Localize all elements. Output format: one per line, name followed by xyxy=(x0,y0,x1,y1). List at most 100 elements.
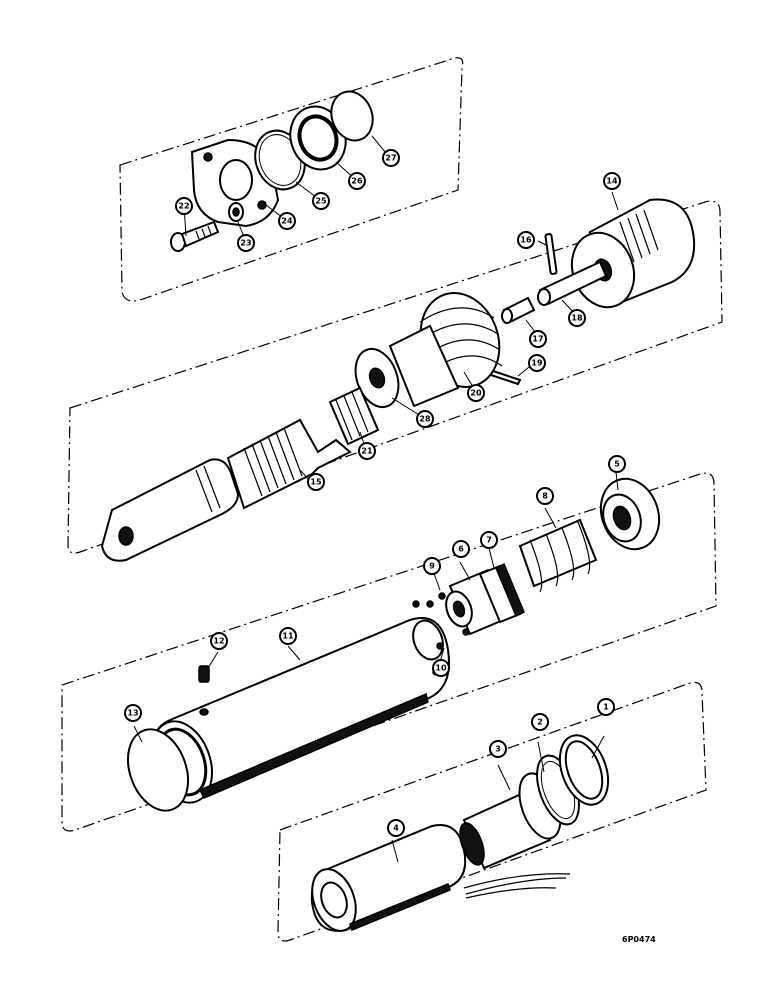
callout-26: 26 xyxy=(348,172,366,190)
callout-25: 25 xyxy=(312,192,330,210)
ring-1 xyxy=(558,734,610,806)
callout-circle xyxy=(531,713,549,731)
housing-14 xyxy=(570,198,696,309)
collar-21 xyxy=(328,386,380,446)
callout-circle xyxy=(608,455,626,473)
callout-number: 28 xyxy=(419,415,431,424)
callout-16: 16 xyxy=(517,231,535,249)
callout-number: 11 xyxy=(282,632,294,641)
o-ring-13 xyxy=(127,728,189,812)
callout-circle xyxy=(175,197,193,215)
callout-circle xyxy=(432,659,450,677)
callout-number: 24 xyxy=(281,217,293,226)
callout-number: 19 xyxy=(531,359,543,368)
callout-number: 21 xyxy=(361,447,373,456)
callout-circle xyxy=(382,149,400,167)
washer-23 xyxy=(228,202,244,222)
piston-4 xyxy=(310,824,467,932)
valve-body-6 xyxy=(445,568,510,636)
callout-5: 5 xyxy=(608,455,626,473)
callout-number: 26 xyxy=(351,177,363,186)
callout-number: 15 xyxy=(310,478,322,487)
callout-circle xyxy=(480,531,498,549)
callout-24: 24 xyxy=(278,212,296,230)
seal-28 xyxy=(289,105,347,171)
callout-11: 11 xyxy=(279,627,297,645)
callout-circle xyxy=(528,354,546,372)
callout-circle xyxy=(278,212,296,230)
callout-number: 1 xyxy=(603,703,609,712)
callout-circle xyxy=(307,473,325,491)
callout-number: 7 xyxy=(486,536,492,545)
shaft-15 xyxy=(226,418,352,510)
callout-circle xyxy=(237,234,255,252)
callout-27: 27 xyxy=(382,149,400,167)
callout-number: 14 xyxy=(606,177,618,186)
wire-strands xyxy=(463,873,571,899)
callout-number: 8 xyxy=(542,492,548,501)
callout-13: 13 xyxy=(124,704,142,722)
callout-8: 8 xyxy=(536,487,554,505)
spring-8 xyxy=(518,518,598,593)
callout-number: 16 xyxy=(520,236,532,245)
sleeve-7 xyxy=(478,562,525,624)
reference-code: 6P0474 xyxy=(622,935,656,944)
callout-circle xyxy=(416,410,434,428)
callout-circle xyxy=(210,632,228,650)
callout-3: 3 xyxy=(489,740,507,758)
callout-28: 28 xyxy=(416,410,434,428)
callout-22: 22 xyxy=(175,197,193,215)
callout-21: 21 xyxy=(358,442,376,460)
callout-number: 6 xyxy=(458,545,464,554)
callout-circle xyxy=(348,172,366,190)
group-frame-top xyxy=(119,57,464,302)
pin-17 xyxy=(501,296,536,324)
callout-7: 7 xyxy=(480,531,498,549)
callout-circle xyxy=(517,231,535,249)
piston-rod xyxy=(100,458,240,562)
callout-number: 20 xyxy=(470,389,482,398)
bolt-22 xyxy=(170,220,220,252)
callout-number: 4 xyxy=(393,824,399,833)
callout-14: 14 xyxy=(603,172,621,190)
fitting-12 xyxy=(198,665,210,716)
callout-circle xyxy=(597,698,615,716)
group-frame-middle xyxy=(61,472,717,832)
callout-circle xyxy=(358,442,376,460)
callout-number: 27 xyxy=(385,154,396,163)
callout-number: 13 xyxy=(127,709,138,718)
callout-circle xyxy=(467,384,485,402)
callout-2: 2 xyxy=(531,713,549,731)
callout-circle xyxy=(279,627,297,645)
callout-number: 25 xyxy=(315,197,327,206)
callout-number: 2 xyxy=(537,718,543,727)
callout-number: 17 xyxy=(532,335,543,344)
callout-4: 4 xyxy=(387,819,405,837)
callout-number: 12 xyxy=(213,637,224,646)
callout-number: 9 xyxy=(429,562,435,571)
callout-number: 18 xyxy=(571,314,583,323)
callout-circle xyxy=(423,557,441,575)
callout-17: 17 xyxy=(529,330,547,348)
o-ring-27 xyxy=(330,90,374,142)
rod-extension xyxy=(537,260,608,306)
callout-circle xyxy=(124,704,142,722)
callout-15: 15 xyxy=(307,473,325,491)
group-frame-upper xyxy=(67,200,723,554)
callout-number: 3 xyxy=(495,745,501,754)
callout-1: 1 xyxy=(597,698,615,716)
callout-circle xyxy=(529,330,547,348)
group-frame-bottom xyxy=(277,681,707,942)
callout-circle xyxy=(387,819,405,837)
callout-10: 10 xyxy=(432,659,450,677)
pin-16 xyxy=(544,233,558,275)
callout-labels: 1234567891011121314151617181920212223242… xyxy=(124,149,626,837)
callout-circle xyxy=(568,309,586,327)
washer-20 xyxy=(354,347,400,409)
callout-20: 20 xyxy=(467,384,485,402)
callout-circle xyxy=(452,540,470,558)
callout-19: 19 xyxy=(528,354,546,372)
callout-number: 10 xyxy=(435,664,447,673)
callout-circle xyxy=(603,172,621,190)
